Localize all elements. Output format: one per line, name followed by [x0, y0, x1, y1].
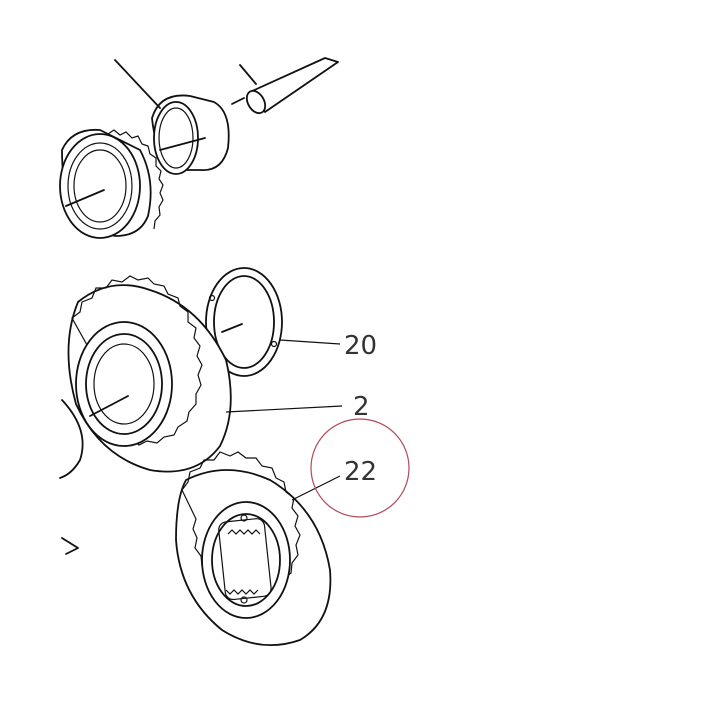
gear-large[interactable] — [67, 275, 232, 473]
callout-22[interactable]: 22 — [344, 457, 377, 487]
gear-small[interactable] — [175, 451, 332, 647]
callout-2[interactable]: 2 — [353, 392, 370, 422]
shaft[interactable] — [231, 57, 339, 116]
callout-20[interactable]: 20 — [344, 331, 377, 361]
leader-line-20 — [279, 339, 341, 345]
housing-edge — [59, 399, 84, 555]
leader-line-2 — [225, 405, 343, 413]
highlight-circle — [310, 418, 410, 518]
synchronizer-ring[interactable] — [59, 128, 164, 239]
bushing[interactable] — [114, 59, 230, 175]
leader-line-22 — [291, 475, 341, 501]
thrust-washer[interactable] — [205, 267, 283, 377]
